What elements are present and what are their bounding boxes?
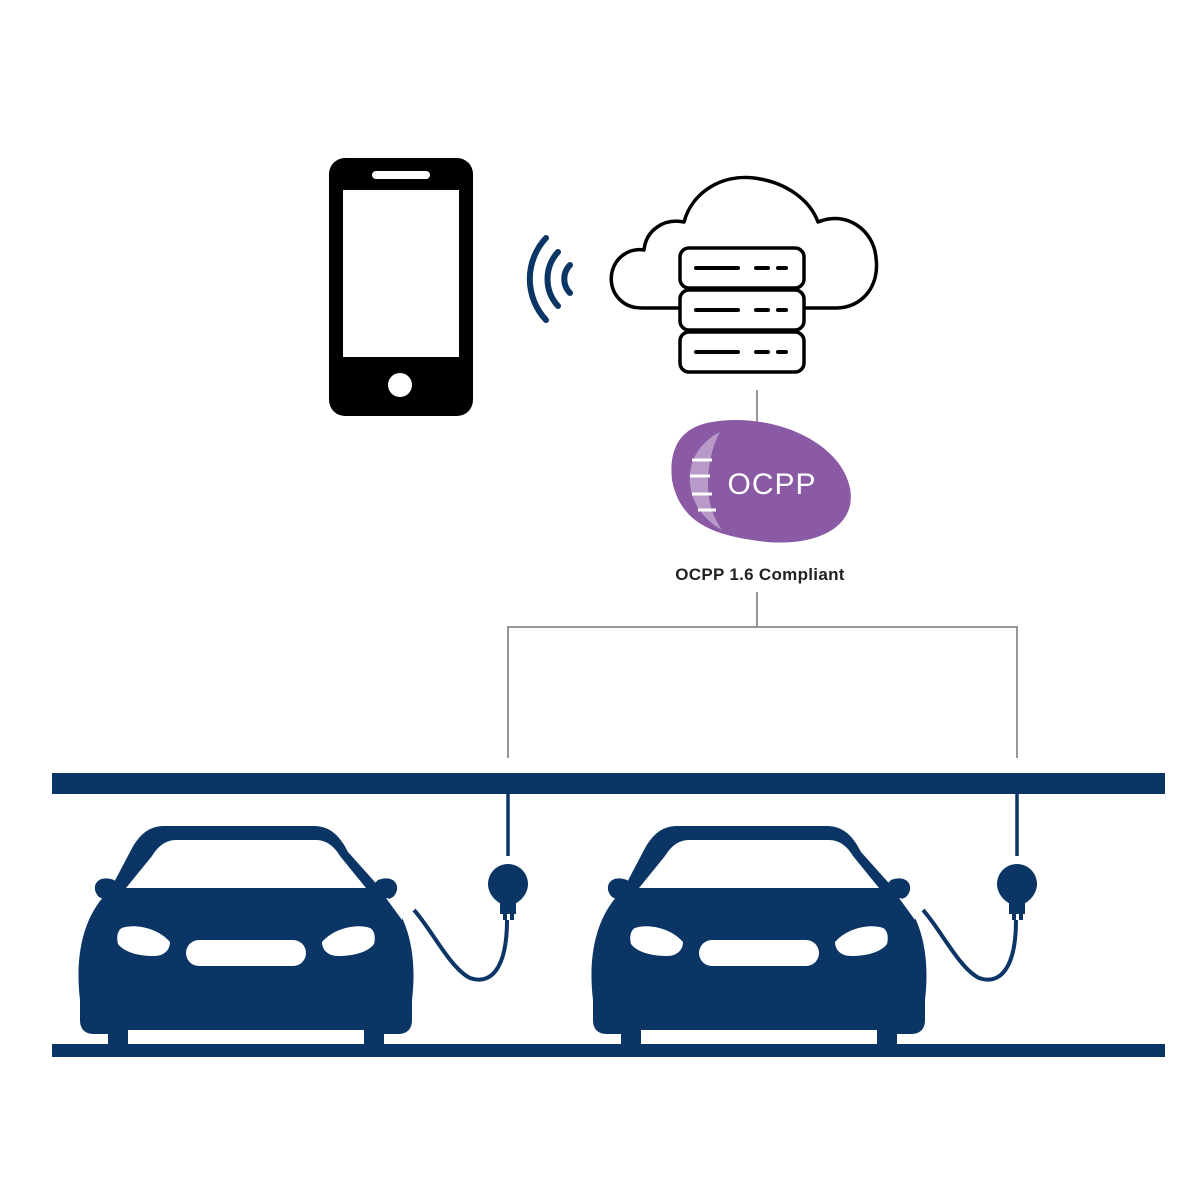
cloud-server-icon — [609, 175, 879, 374]
top-rail — [52, 773, 1165, 794]
connector-lines — [507, 390, 1018, 758]
wireless-signal-icon — [526, 235, 573, 323]
smartphone-icon — [329, 158, 473, 416]
bottom-rail — [52, 1044, 1165, 1057]
ocpp-compliance-caption: OCPP 1.6 Compliant — [675, 565, 845, 584]
charging-plug-icon — [412, 864, 528, 982]
charger-drops — [506, 794, 1019, 856]
charging-plug-icon — [921, 864, 1037, 982]
ocpp-logo: OCPP — [671, 419, 851, 543]
car-icon — [78, 826, 414, 1046]
car-icon — [591, 826, 927, 1046]
ocpp-logo-text: OCPP — [727, 468, 816, 501]
